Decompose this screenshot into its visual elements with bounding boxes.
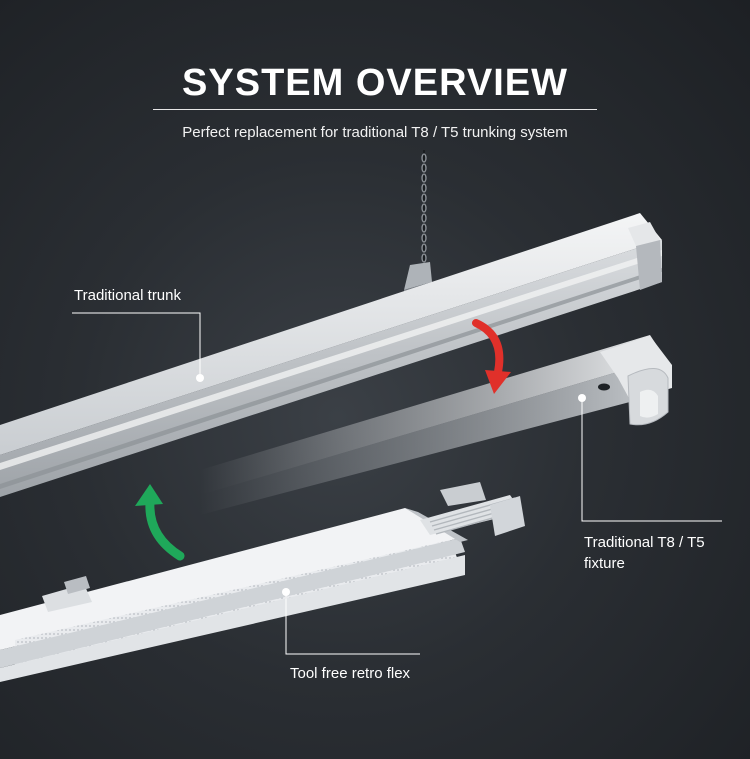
- remove-arrow-icon: [472, 319, 511, 394]
- insert-arrow-icon: [135, 484, 185, 561]
- fixture-label-line2: fixture: [584, 555, 625, 572]
- retro-label: Tool free retro flex: [290, 665, 411, 682]
- fixture-callout-line: [581, 398, 722, 522]
- fixture-label-line1: Traditional T8 / T5: [584, 534, 705, 551]
- trunk-label: Traditional trunk: [74, 287, 181, 304]
- page-subtitle: Perfect replacement for traditional T8 /…: [182, 124, 568, 141]
- page-title: SYSTEM OVERVIEW: [182, 62, 568, 104]
- fixture-label: Traditional T8 / T5 fixture: [584, 532, 744, 574]
- title-divider: [153, 109, 597, 110]
- trunk-callout-dot: [196, 374, 204, 382]
- suspension-chain: [404, 150, 432, 294]
- retro-callout-dot: [282, 588, 290, 596]
- traditional-trunk: [0, 213, 662, 497]
- traditional-fixture: [200, 335, 672, 515]
- fixture-callout-dot: [578, 394, 586, 402]
- trunk-callout-line: [72, 312, 201, 378]
- retro-flex-module: [0, 482, 525, 682]
- retro-callout-line: [285, 592, 420, 655]
